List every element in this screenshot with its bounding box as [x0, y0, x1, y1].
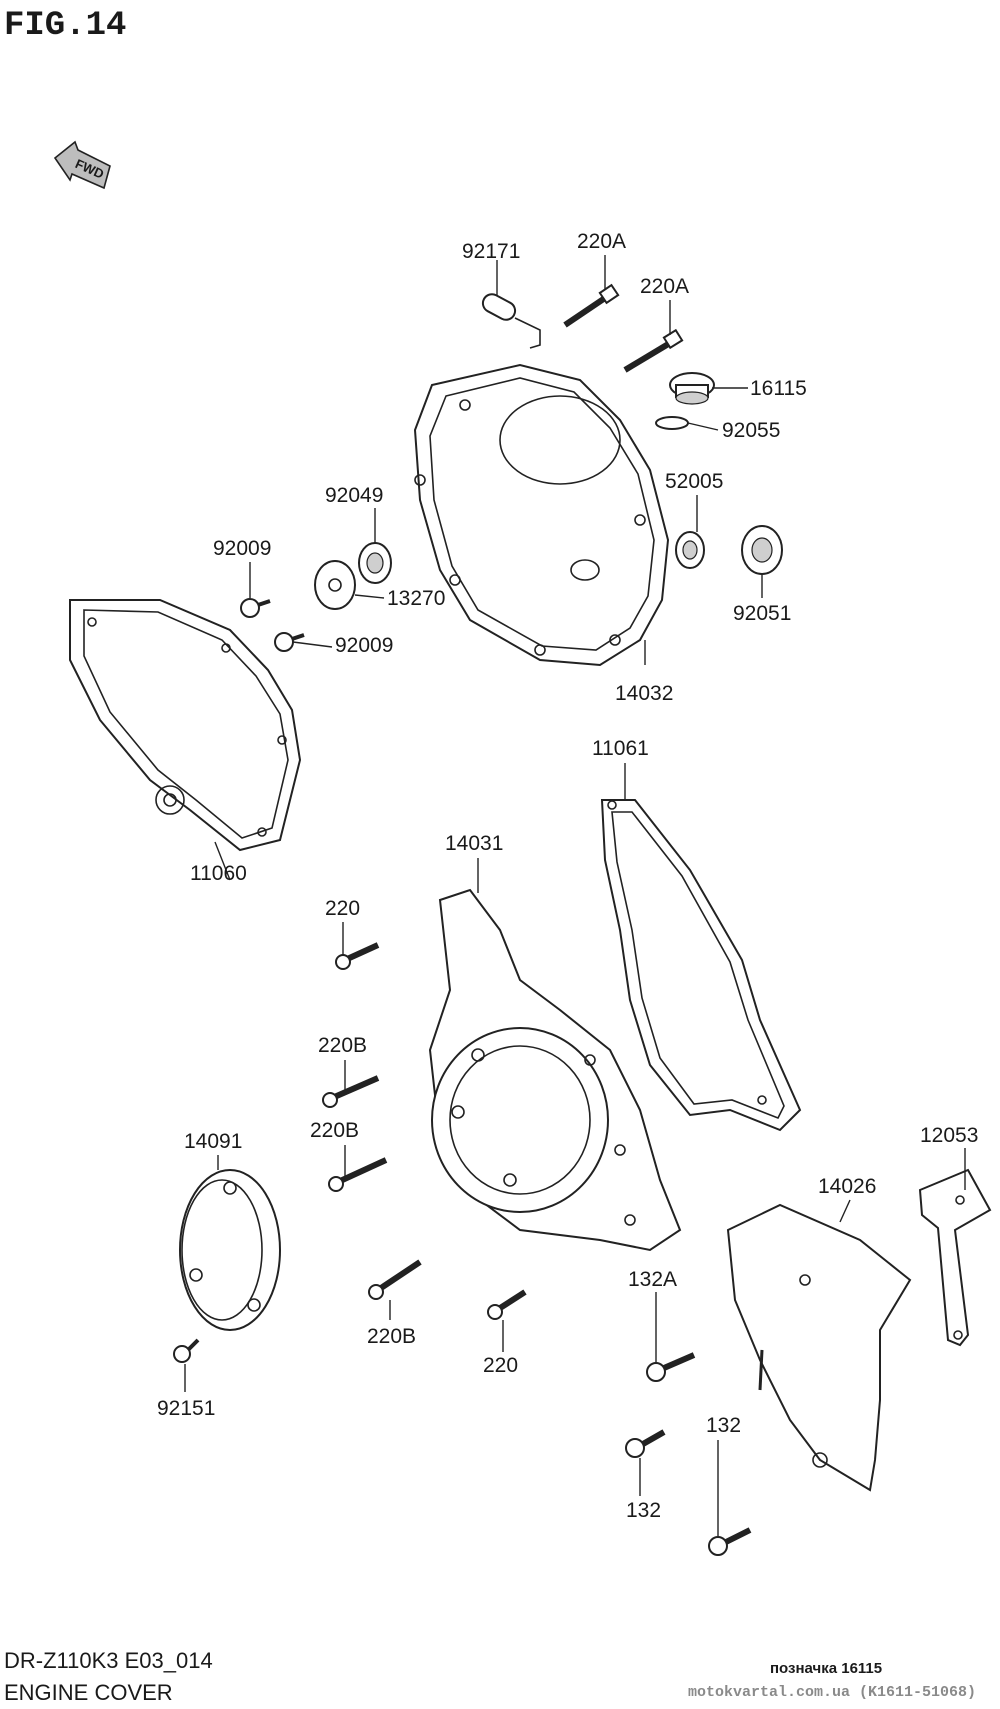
label-52005: 52005: [665, 470, 723, 493]
clutch-cover-14032: [413, 363, 670, 667]
label-92171: 92171: [462, 240, 520, 263]
screw-92151: [173, 1338, 200, 1363]
bolt-132-lower: [708, 1527, 752, 1556]
bolt-220b-upper: [322, 1075, 380, 1108]
screw-92009-lower: [274, 632, 305, 652]
bolt-220-lower: [487, 1289, 527, 1320]
section-name: ENGINE COVER: [4, 1680, 173, 1705]
label-14032: 14032: [615, 682, 673, 705]
label-92009-lower: 92009: [335, 634, 393, 657]
seal-92051: [741, 525, 783, 575]
label-132-lower: 132: [706, 1414, 741, 1437]
tag-label: позначка 16115: [770, 1660, 882, 1677]
leader-lines: [184, 255, 966, 1536]
label-14031: 14031: [445, 832, 503, 855]
label-132-middle: 132: [626, 1499, 661, 1522]
label-220-lower: 220: [483, 1354, 518, 1377]
bolt-220a-lower: [623, 328, 684, 373]
label-14091: 14091: [184, 1130, 242, 1153]
label-132a: 132A: [628, 1268, 677, 1291]
screw-92009-upper: [240, 598, 271, 618]
plate-13270: [314, 560, 356, 610]
label-13270: 13270: [387, 587, 445, 610]
label-14026: 14026: [818, 1175, 876, 1198]
label-12053: 12053: [920, 1124, 978, 1147]
seal-92049: [358, 542, 392, 584]
label-92009-upper: 92009: [213, 537, 271, 560]
label-92055: 92055: [722, 419, 780, 442]
label-11061: 11061: [592, 737, 649, 760]
label-92049: 92049: [325, 484, 383, 507]
part-labels: 92171 220A 220A 16115 92055 52005 92049 …: [157, 230, 978, 1522]
clip-92171: [481, 293, 541, 349]
plug-16115: [669, 372, 715, 405]
label-220a-upper: 220A: [577, 230, 626, 253]
label-220b-upper: 220B: [318, 1034, 367, 1057]
bolt-220b-middle: [328, 1157, 388, 1192]
bolt-220-upper: [335, 942, 380, 970]
bolt-132a: [646, 1352, 696, 1382]
sprocket-cover-14026: [726, 1203, 912, 1492]
magneto-cover-14031: [428, 888, 682, 1252]
watermark: motokvartal.com.ua (K1611-51068): [688, 1684, 976, 1701]
round-cover-14091: [179, 1169, 281, 1331]
label-220b-lower: 220B: [367, 1325, 416, 1348]
bolt-220b-lower: [368, 1259, 422, 1300]
label-220a-lower: 220A: [640, 275, 689, 298]
bolt-220a-upper: [563, 283, 620, 328]
gasket-11060: [69, 599, 302, 852]
bearing-52005: [675, 531, 705, 569]
bracket-12053: [918, 1168, 992, 1347]
oring-92055: [655, 416, 689, 430]
label-92151: 92151: [157, 1397, 215, 1420]
label-11060: 11060: [190, 862, 247, 885]
bolt-132-middle: [625, 1429, 666, 1458]
model-code: DR-Z110K3 E03_014: [4, 1648, 213, 1673]
label-220-upper: 220: [325, 897, 360, 920]
fwd-arrow-icon: FWD: [53, 140, 111, 190]
label-16115: 16115: [750, 377, 807, 400]
gasket-11061: [600, 799, 802, 1132]
figure-title: FIG.14: [4, 7, 126, 45]
label-220b-middle: 220B: [310, 1119, 359, 1142]
label-92051: 92051: [733, 602, 791, 625]
